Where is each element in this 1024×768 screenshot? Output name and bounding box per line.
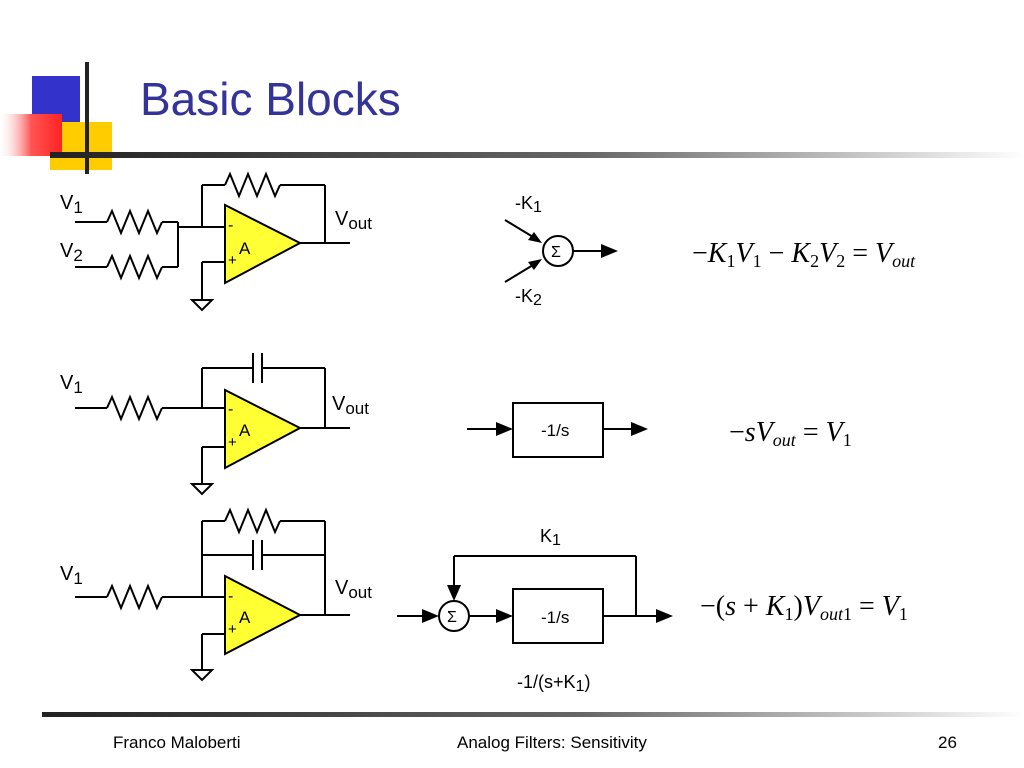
- summer-block-diagram: [504, 219, 618, 283]
- row1-output-label: Vout: [335, 208, 372, 233]
- summing-amplifier-circuit: [75, 171, 350, 312]
- arrow-head: [656, 609, 673, 623]
- ground-symbol: [189, 669, 215, 682]
- opamp-1-minus: -: [228, 217, 233, 234]
- corner-decoration: [0, 62, 112, 174]
- resistor-input: [106, 583, 163, 611]
- resistor-feedback: [224, 171, 281, 199]
- row3-equation: −(s + K1)Vout1 = V1: [700, 591, 908, 624]
- lossy-integrator-circuit: [75, 507, 350, 682]
- opamp-3-label: A: [239, 608, 251, 627]
- title-rule: [50, 152, 1024, 158]
- opamp-2: [224, 388, 303, 470]
- opamp-3: [224, 574, 303, 656]
- row2-input1-label: V1: [60, 372, 83, 397]
- resistor-feedback: [224, 507, 281, 535]
- opamp-3-minus: -: [228, 588, 233, 605]
- opamp-2-plus: +: [228, 434, 237, 451]
- row2-output-label: Vout: [332, 393, 369, 418]
- opamp-3-plus: +: [228, 621, 237, 638]
- row1-input2-label: V2: [60, 240, 83, 265]
- opamp-1-label: A: [239, 239, 251, 258]
- resistor-input: [106, 394, 163, 422]
- arrow-head: [601, 244, 618, 258]
- footer-author: Franco Maloberti: [113, 733, 241, 752]
- arrow-head: [496, 609, 513, 623]
- summing-node-1-symbol: Σ: [551, 244, 561, 261]
- footer-page-number: 26: [938, 733, 957, 752]
- summing-node-2-symbol: Σ: [447, 609, 457, 626]
- opamp-1-plus: +: [228, 252, 237, 269]
- integrator-block-label-2: -1/s: [541, 608, 569, 627]
- resistor-r2: [106, 253, 163, 281]
- ground-symbol: [189, 483, 215, 496]
- integrator-block-label: -1/s: [541, 421, 569, 440]
- row1-equation: −K1V1 − K2V2 = Vout: [692, 238, 916, 271]
- arrow-head: [631, 422, 648, 436]
- ground-symbol: [189, 299, 215, 312]
- row2-equation: −sVout = V1: [729, 417, 852, 450]
- gain-k2-label: -K2: [515, 286, 542, 309]
- opamp-2-label: A: [239, 421, 251, 440]
- row3-output-label: Vout: [335, 577, 372, 602]
- opamp-2-minus: -: [228, 401, 233, 418]
- arrow-head: [447, 585, 461, 601]
- transfer-function-label: -1/(s+K1): [517, 672, 590, 695]
- arrow-head: [496, 422, 513, 436]
- arrow-head: [422, 609, 439, 623]
- row3-input1-label: V1: [60, 563, 83, 588]
- footer-rule: [42, 712, 1024, 717]
- lossy-integrator-block-diagram: [397, 555, 673, 644]
- integrator-circuit: [75, 353, 350, 496]
- gain-k1-label: -K1: [515, 193, 542, 216]
- row1-input1-label: V1: [60, 192, 83, 217]
- footer-course: Analog Filters: Sensitivity: [457, 733, 647, 752]
- integrator-block-diagram: [467, 402, 648, 458]
- slide-title: Basic Blocks: [140, 73, 401, 125]
- feedback-gain-label: K1: [540, 526, 561, 549]
- opamp-1: [224, 203, 303, 285]
- resistor-r1: [106, 208, 163, 236]
